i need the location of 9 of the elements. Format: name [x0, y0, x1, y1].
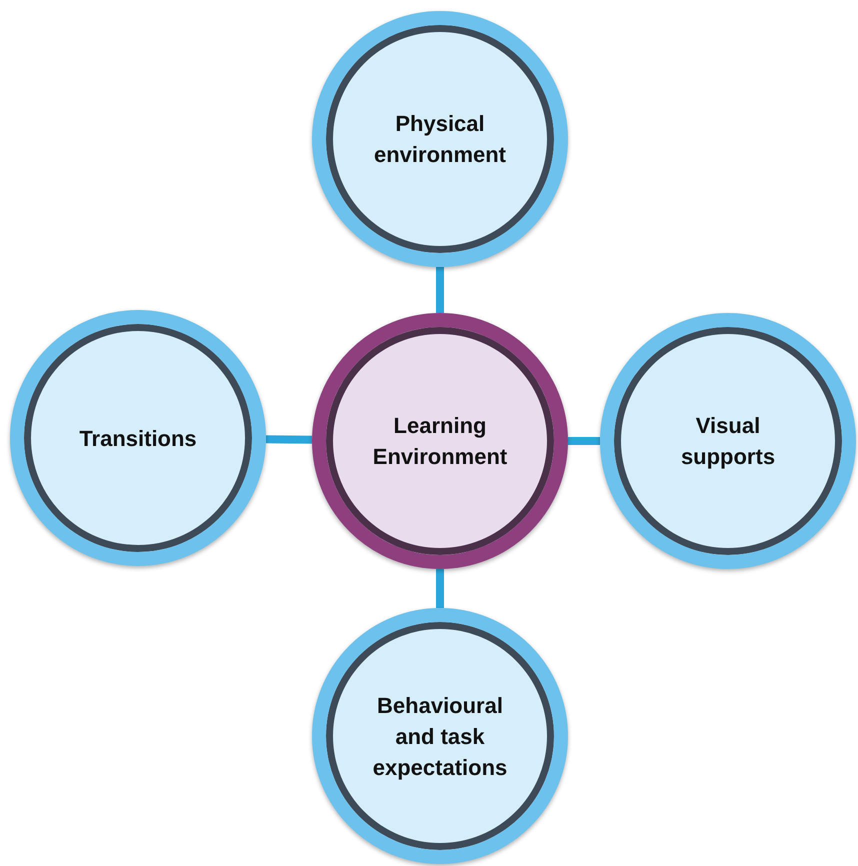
node-label: Transitions	[79, 424, 197, 452]
connector-line	[436, 267, 444, 313]
node-label: Physical environment	[372, 110, 508, 169]
node-label: Visual supports	[680, 412, 776, 471]
node-label: Behavioural and task expectations	[372, 692, 508, 782]
connector-line	[266, 435, 312, 444]
connector-line	[568, 437, 600, 445]
connector-line	[436, 569, 444, 608]
node-label: Learning Environment	[372, 412, 508, 471]
